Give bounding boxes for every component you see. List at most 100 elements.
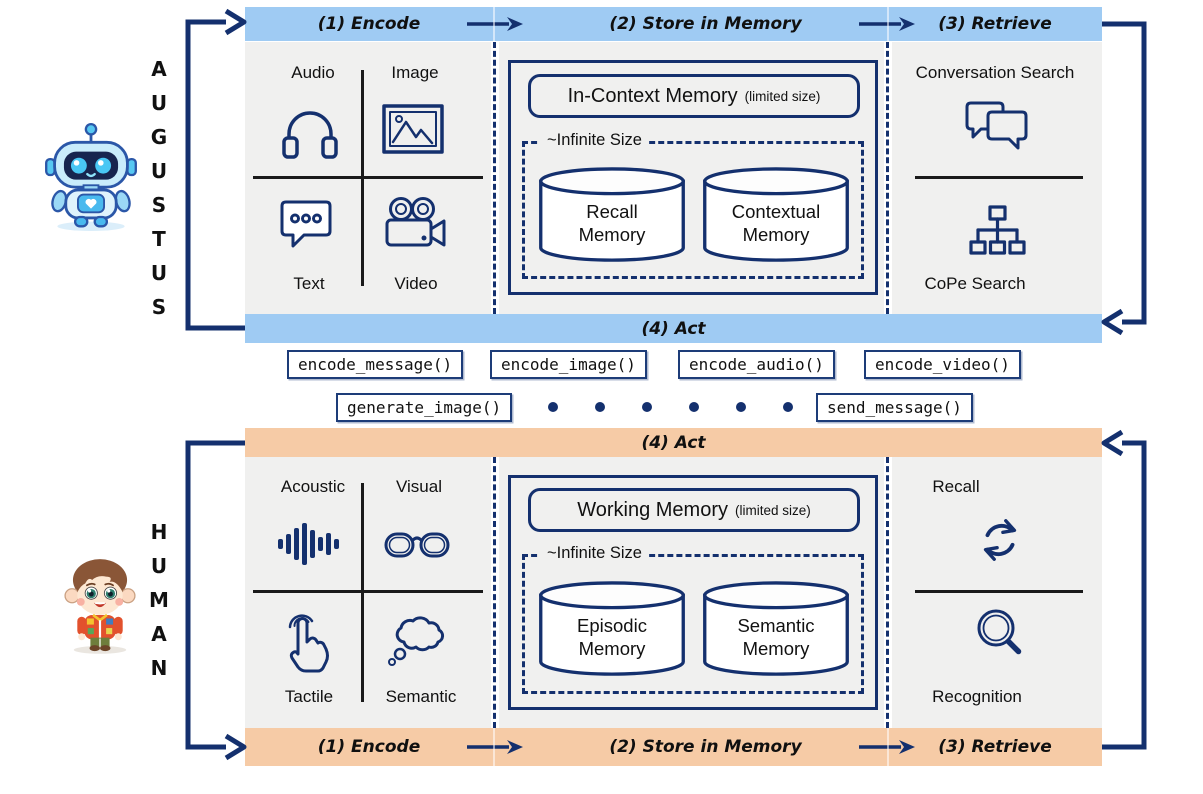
agent-stage-encode: (1) Encode (317, 14, 421, 34)
human-memory-panel: Working Memory (limited size) ~Infinite … (499, 457, 884, 728)
human-retrieval-panel: Recall Recognition (892, 457, 1102, 728)
quadrant-divider (361, 483, 364, 702)
modality-label-visual: Visual (396, 477, 442, 496)
ellipsis-dot (595, 402, 605, 412)
modality-label-text: Text (293, 274, 325, 293)
agent-modality-panel: Audio Image Text Video (245, 42, 491, 314)
human-stage-bar: (1) Encode (2) Store in Memory (3) Retri… (245, 728, 1102, 766)
stage-arrow-icon (467, 740, 523, 754)
fn-encode-image: encode_image() (490, 350, 647, 379)
agent-act-bar: (4) Act (245, 314, 1102, 343)
dashed-separator (493, 42, 496, 314)
memory-outer-box (508, 60, 878, 295)
cylinder-label-line2: Memory (578, 224, 646, 245)
memory-outer-box (508, 475, 878, 710)
modality-label-image: Image (391, 63, 439, 82)
fn-generate-image: generate_image() (336, 393, 513, 422)
agent-stage-retrieve: (3) Retrieve (938, 14, 1052, 34)
working-memory-box: Working Memory (limited size) (528, 488, 860, 532)
cycle-arrows-icon (983, 519, 1017, 561)
cylinder-label-line1: Semantic (737, 615, 815, 636)
cylinder-label-line1: Episodic (577, 615, 647, 636)
recognition-label: Recognition (932, 687, 1022, 706)
stage-arrow-icon (859, 740, 915, 754)
panel-divider (915, 176, 1083, 179)
ellipsis-dot (689, 402, 699, 412)
ellipsis-dots (548, 402, 793, 412)
human-stage-retrieve: (3) Retrieve (938, 737, 1052, 757)
modality-label-audio: Audio (291, 63, 335, 82)
cylinder-label-line1: Contextual (731, 201, 821, 222)
conversation-search-label: Conversation Search (915, 63, 1075, 82)
agent-vertical-name: AUGUSTUS (147, 57, 171, 329)
quadrant-divider (253, 176, 483, 179)
soundwave-icon (278, 523, 339, 565)
thought-cloud-icon (388, 616, 445, 666)
modality-label-acoustic: Acoustic (280, 477, 346, 496)
hierarchy-icon (969, 205, 1026, 255)
ellipsis-dot (783, 402, 793, 412)
dashed-separator (886, 42, 889, 314)
infinite-size-box (522, 141, 864, 279)
ellipsis-dot (642, 402, 652, 412)
infinite-size-label: ~Infinite Size (540, 544, 649, 563)
agent-stage-bar: (1) Encode (2) Store in Memory (3) Retri… (245, 7, 1102, 41)
modality-label-video: Video (394, 274, 438, 293)
human-vertical-name: HUMAN (147, 520, 171, 690)
headphones-icon (282, 111, 338, 159)
modality-label-semantic: Semantic (385, 687, 457, 706)
infinite-size-label: ~Infinite Size (540, 131, 649, 150)
video-camera-icon (385, 197, 446, 247)
bar-separator (493, 7, 495, 41)
fn-encode-message: encode_message() (287, 350, 464, 379)
panel-divider (915, 590, 1083, 593)
agent-stage-store: (2) Store in Memory (609, 14, 802, 34)
quadrant-divider (253, 590, 483, 593)
agent-memory-panel: In-Context Memory (limited size) ~Infini… (499, 42, 884, 314)
stage-arrow-icon (467, 17, 523, 31)
recall-label: Recall (932, 477, 980, 496)
human-stage-store: (2) Store in Memory (609, 737, 802, 757)
human-stage-act: (4) Act (641, 432, 706, 453)
fn-encode-audio: encode_audio() (678, 350, 835, 379)
conversation-icon (965, 101, 1028, 150)
agent-stage-act: (4) Act (641, 318, 706, 339)
stage-arrow-icon (859, 17, 915, 31)
ellipsis-dot (548, 402, 558, 412)
glasses-icon (384, 532, 450, 558)
bar-separator (887, 7, 889, 41)
cylinder-label-line2: Memory (742, 224, 810, 245)
cylinder-label-line1: Recall (586, 201, 638, 222)
fn-send-message: send_message() (816, 393, 973, 422)
fn-encode-video: encode_video() (864, 350, 1021, 379)
cylinder-label-line2: Memory (578, 638, 646, 659)
human-act-bar: (4) Act (245, 428, 1102, 457)
limited-size-note: (limited size) (744, 88, 821, 104)
infinite-size-box (522, 554, 864, 694)
limited-size-note: (limited size) (735, 502, 811, 518)
human-modality-panel: Acoustic Visual Tactile Semantic (245, 457, 491, 728)
modality-label-tactile: Tactile (284, 687, 334, 706)
touch-icon (288, 614, 329, 673)
human-stage-encode: (1) Encode (317, 737, 421, 757)
magnifier-icon (977, 609, 1022, 655)
bar-separator (887, 728, 889, 766)
working-memory-title: Working Memory (577, 498, 728, 521)
ellipsis-dot (736, 402, 746, 412)
cylinder-label-line2: Memory (742, 638, 810, 659)
bar-separator (493, 728, 495, 766)
chat-bubble-icon (280, 200, 332, 248)
dashed-separator (886, 457, 889, 728)
agent-retrieval-panel: Conversation Search CoPe Search (892, 42, 1102, 314)
human-avatar (64, 559, 136, 654)
augustus-avatar (45, 122, 137, 231)
dashed-separator (493, 457, 496, 728)
in-context-memory-title: In-Context Memory (567, 84, 738, 107)
in-context-memory-box: In-Context Memory (limited size) (528, 74, 860, 118)
cope-search-label: CoPe Search (924, 274, 1026, 293)
